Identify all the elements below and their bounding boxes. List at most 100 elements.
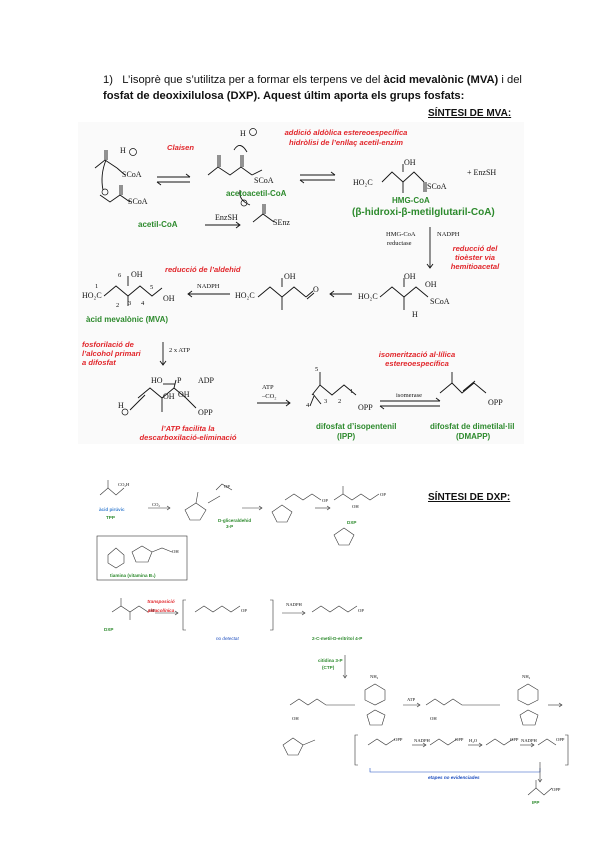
dxp-atom-opp-1: OPP <box>394 737 403 742</box>
dxp-etapes: etapes no evidenciades <box>428 775 480 780</box>
reagent-isomerase: isomerase <box>396 392 422 399</box>
dxp-atom-op-1: OP <box>224 484 230 489</box>
atom-scoa-hmg: SCoA <box>427 182 447 191</box>
dxp-citidina-2: (CTP) <box>322 665 335 670</box>
dxp-atom-h2o: H₂O <box>469 738 478 743</box>
label-addicio: addició aldòlica estereoespecífica <box>284 128 408 137</box>
compound-hmg-coa: HMG-CoA <box>392 196 430 205</box>
dxp-tpp: TPP <box>106 515 115 520</box>
reagent-enzsh-2: + EnzSH <box>467 168 497 177</box>
dxp-atom-atp: ATP <box>407 697 416 702</box>
label-isomeritzacio: isomerització al·lílica estereoespecífic… <box>378 350 456 368</box>
mva-header: SÍNTESI DE MVA: <box>428 108 512 119</box>
atom-ho2c-mva: HO₂C <box>82 291 102 300</box>
atom-oh-int: OH <box>163 392 175 401</box>
ipp-num-5: 5 <box>315 366 319 373</box>
atom-oh-hemi-1: OH <box>404 272 416 281</box>
compound-ipp-1: difosfat d’isopentenil <box>316 422 397 431</box>
dxp-citidina-1: citidina 3-P <box>318 658 343 663</box>
atom-scoa-3: SCoA <box>254 176 274 185</box>
dxp-atom-opp-4: OPP <box>556 737 565 742</box>
dxp-label-1: DXP <box>347 520 357 525</box>
reagent-co2: –CO₂ <box>262 393 277 400</box>
atom-ho2c-hemi: HO₂C <box>358 292 378 301</box>
label-reduccio-aldehid: reducció de l’aldehid <box>165 265 241 274</box>
atom-oh-ald: OH <box>284 272 296 281</box>
reagent-nadph-1: NADPH <box>437 231 460 238</box>
dxp-atom-opp-3: OPP <box>510 737 519 742</box>
dxp-d-glic-2: 3-P <box>226 524 234 529</box>
reagent-enzsh-1: EnzSH <box>215 213 238 222</box>
atom-num-5: 5 <box>150 284 154 291</box>
dxp-atom-op-5: OP <box>241 608 247 613</box>
reagent-2atp: 2 x ATP <box>169 347 190 354</box>
dxp-term: fosfat de deoxixilulosa (DXP) <box>103 90 258 102</box>
atom-num-3: 3 <box>128 300 132 307</box>
atom-oh-mva-1: OH <box>131 270 143 279</box>
question-text: 1) L’isoprè que s’utilitza per a formar … <box>103 74 522 102</box>
ipp-num-3: 3 <box>324 398 328 405</box>
dxp-ipp: IPP <box>532 800 540 805</box>
dxp-no-detectat: no detectat <box>216 636 239 641</box>
dxp-metil-eritritol: 2-C-metil-D-eritritol 4-P <box>312 636 363 641</box>
dxp-label-2: DXP <box>104 627 114 632</box>
atom-oh-mva-2: OH <box>163 294 175 303</box>
reagent-hmg-reductase-1: HMG-CoA <box>386 231 416 238</box>
atom-o-ald: O <box>313 285 319 294</box>
atom-scoa-2: SCoA <box>128 197 148 206</box>
dxp-atom-op-2: OP <box>322 498 328 503</box>
reagent-atp: ATP <box>262 384 274 391</box>
compound-dmapp-1: difosfat de dimetilal·lil <box>430 422 515 431</box>
compound-acetoacetil-coa: acetoacetil-CoA <box>226 189 287 198</box>
compound-ipp-2: (IPP) <box>337 432 356 441</box>
mva-term: àcid mevalònic (MVA) <box>383 74 499 86</box>
dxp-atom-nadph-3: NADPH <box>521 738 537 743</box>
atom-h: H <box>120 146 126 155</box>
compound-hmg-full: (β-hidroxi-β-metilglutaril-CoA) <box>352 207 495 218</box>
dxp-atom-nadph-1: NADPH <box>286 602 302 607</box>
atom-h-2: H <box>240 129 246 138</box>
atom-h-int: H <box>118 401 124 410</box>
atom-ho2c-hmg: HO₂C <box>353 178 373 187</box>
question-number: 1) <box>103 74 113 86</box>
reagent-hmg-reductase-2: reductase <box>387 240 412 247</box>
dxp-atom-oh-2: OH <box>172 549 179 554</box>
atom-num-6: 6 <box>118 272 122 279</box>
atom-num-2: 2 <box>116 302 120 309</box>
atom-opp-int: OPP <box>198 408 213 417</box>
atom-oh-hmg: OH <box>404 158 416 167</box>
dxp-atom-nh2-2: NH₂ <box>522 674 531 679</box>
atom-ho-p: HO <box>151 376 163 385</box>
label-fosforilacio: fosforilació de l’alcohol primari a difo… <box>82 340 141 367</box>
dxp-tiamina: tiamina (vitamina B₁) <box>110 573 156 578</box>
atom-ho2c-ald: HO₂C <box>235 291 255 300</box>
atom-num-1: 1 <box>95 283 99 290</box>
ipp-num-1: 1 <box>350 388 354 395</box>
dxp-atom-opp-2: OPP <box>455 737 464 742</box>
dxp-atom-opp-5: OPP <box>552 787 561 792</box>
compound-acetil-coa: acetil-CoA <box>138 220 178 229</box>
dxp-atom-nadph-2: NADPH <box>414 738 430 743</box>
dxp-acid-piruvic: àcid pirúvic <box>99 507 125 512</box>
dxp-atom-oh-3: OH <box>292 716 299 721</box>
label-atp-facilita: l’ATP facilita la descarboxilació-elimin… <box>139 424 237 442</box>
dxp-transposicio: transposició pinacolínica <box>147 599 175 613</box>
compound-dmapp-2: (DMAPP) <box>456 432 491 441</box>
dxp-atom-op-3: OP <box>380 492 386 497</box>
dxp-atom-op-4: OP <box>149 608 155 613</box>
reagent-nadph-2: NADPH <box>197 283 220 290</box>
atom-oh-hemi-2: OH <box>425 280 437 289</box>
dxp-atom-co2: CO₂ <box>152 502 160 507</box>
dxp-atom-nh2-1: NH₂ <box>370 674 379 679</box>
atom-scoa-hemi: SCoA <box>430 297 450 306</box>
label-claisen: Claisen <box>167 143 195 152</box>
dxp-atom-oh-1: OH <box>352 504 359 509</box>
compound-mva: àcid mevalònic (MVA) <box>86 315 169 324</box>
ipp-num-4: 4 <box>306 402 310 409</box>
atom-opp-ipp: OPP <box>358 403 373 412</box>
ipp-num-2: 2 <box>338 398 342 405</box>
atom-scoa-1: SCoA <box>122 170 142 179</box>
atom-h-hemi: H <box>412 310 418 319</box>
dxp-header: SÍNTESI DE DXP: <box>428 492 511 503</box>
